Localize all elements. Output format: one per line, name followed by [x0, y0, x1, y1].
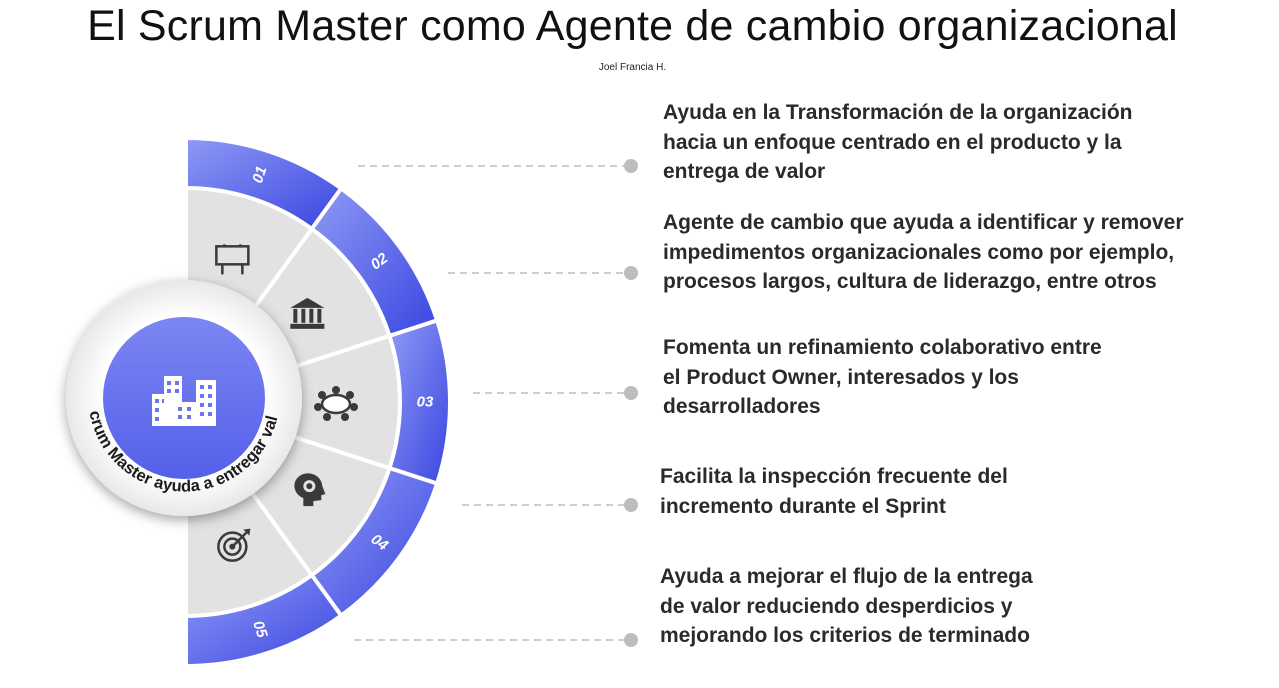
item-04-line-1: Facilita la inspección frecuente del — [660, 465, 1008, 488]
segment-number: 03 — [417, 394, 434, 411]
item-03-text: Fomenta un refinamiento colaborativo ent… — [663, 333, 1102, 422]
item-03-line-2: el Product Owner, interesados y los — [663, 365, 1019, 389]
segment-number: 01 — [249, 164, 270, 185]
item-02-line-3: procesos largos, cultura de liderazgo, e… — [663, 270, 1157, 293]
buildings-icon — [152, 376, 216, 426]
segment-ring — [184, 572, 344, 669]
billboard-icon — [215, 244, 250, 275]
item-01-text: Ayuda en la Transformación de la organiz… — [663, 98, 1133, 187]
item-03-line-1: Fomenta un refinamiento colaborativo ent… — [663, 336, 1102, 359]
item-05-line-1: Ayuda a mejorar el flujo de la entrega — [660, 565, 1033, 588]
institution-icon — [290, 297, 325, 329]
item-05-text: Ayuda a mejorar el flujo de la entrega d… — [660, 562, 1033, 651]
item-05-line-2: de valor reduciendo desperdicios y — [660, 594, 1013, 618]
connector-05 — [354, 633, 638, 647]
page-title: El Scrum Master como Agente de cambio or… — [87, 2, 1178, 50]
head-brain-icon — [294, 473, 326, 507]
connector-01 — [358, 159, 638, 173]
item-04-text: Facilita la inspección frecuente del inc… — [660, 462, 1008, 521]
item-03-line-3: desarrolladores — [663, 395, 821, 418]
item-01-line-2: hacia un enfoque centrado en el producto… — [663, 130, 1122, 154]
meeting-table-icon — [314, 386, 358, 421]
connector-02 — [448, 266, 638, 280]
item-01-line-3: entrega de valor — [663, 160, 826, 183]
segment-number: 05 — [249, 619, 271, 641]
item-04-line-2: incremento durante el Sprint — [660, 494, 946, 518]
item-01-line-1: Ayuda en la Transformación de la organiz… — [663, 101, 1133, 124]
connector-04 — [462, 498, 638, 512]
item-02-line-1: Agente de cambio que ayuda a identificar… — [663, 211, 1184, 234]
author-label: Joel Francia H. — [598, 62, 667, 73]
center-inner-circle — [103, 317, 265, 479]
target-icon — [217, 528, 251, 562]
item-02-line-2: impedimentos organizacionales como por e… — [663, 240, 1175, 264]
item-02-text: Agente de cambio que ayuda a identificar… — [663, 208, 1184, 297]
connector-03 — [473, 386, 638, 400]
item-05-line-3: mejorando los criterios de terminado — [660, 624, 1030, 647]
